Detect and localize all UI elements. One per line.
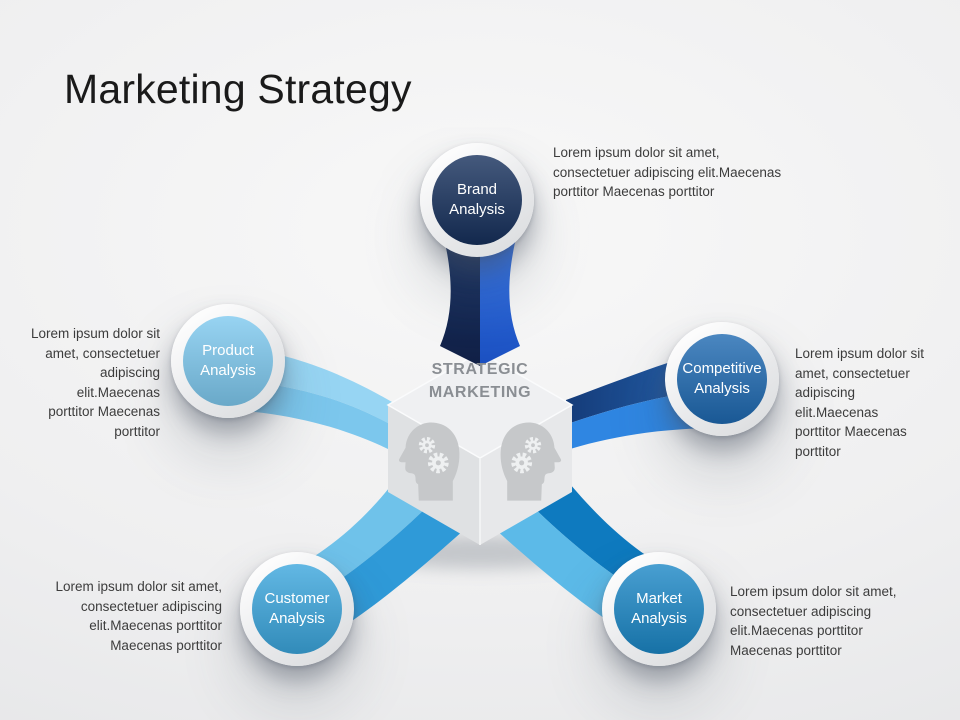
- node-brand-disc: Brand Analysis: [432, 155, 522, 245]
- node-label: Competitive: [682, 360, 762, 378]
- node-label: Analysis: [449, 201, 505, 218]
- node-label: Customer: [264, 590, 330, 608]
- gear-icon: [427, 452, 449, 474]
- node-market-disc: Market Analysis: [614, 564, 704, 654]
- competitive-description: Lorem ipsum dolor sit amet, consectetuer…: [795, 346, 925, 459]
- gear-icon: [418, 437, 436, 454]
- node-label: Product: [202, 342, 254, 360]
- customer-description: Lorem ipsum dolor sit amet, consectetuer…: [55, 579, 222, 653]
- node-label: Analysis: [631, 610, 687, 627]
- product-description: Lorem ipsum dolor sit amet, consectetuer…: [30, 326, 160, 439]
- cube-label-line1: STRATEGIC: [431, 361, 529, 378]
- node-customer-analysis: Customer Analysis: [240, 552, 354, 666]
- market-description: Lorem ipsum dolor sit amet, consectetuer…: [730, 584, 897, 658]
- strategic-marketing-cube: [386, 351, 574, 545]
- node-product-disc: Product Analysis: [183, 316, 273, 406]
- node-label: Analysis: [269, 610, 325, 627]
- node-label: Brand: [456, 181, 498, 199]
- gear-icon: [511, 452, 533, 474]
- cube-label: STRATEGIC MARKETING: [380, 358, 580, 404]
- node-product-analysis: Product Analysis: [171, 304, 285, 418]
- node-brand-analysis: Brand Analysis: [420, 143, 534, 257]
- node-label: Analysis: [694, 380, 750, 397]
- cube-label-line2: MARKETING: [428, 384, 532, 401]
- head-gears-icon: [398, 422, 460, 501]
- node-customer-disc: Customer Analysis: [252, 564, 342, 654]
- node-competitive-disc: Competitive Analysis: [677, 334, 767, 424]
- node-competitive-analysis: Competitive Analysis: [665, 322, 779, 436]
- node-label: Market: [636, 590, 682, 608]
- brand-description: Lorem ipsum dolor sit amet, consectetuer…: [553, 145, 782, 200]
- gear-icon: [524, 437, 542, 454]
- page-title: Marketing Strategy: [64, 66, 412, 113]
- node-label: Analysis: [200, 362, 256, 379]
- node-market-analysis: Market Analysis: [602, 552, 716, 666]
- head-gears-icon: [500, 422, 562, 501]
